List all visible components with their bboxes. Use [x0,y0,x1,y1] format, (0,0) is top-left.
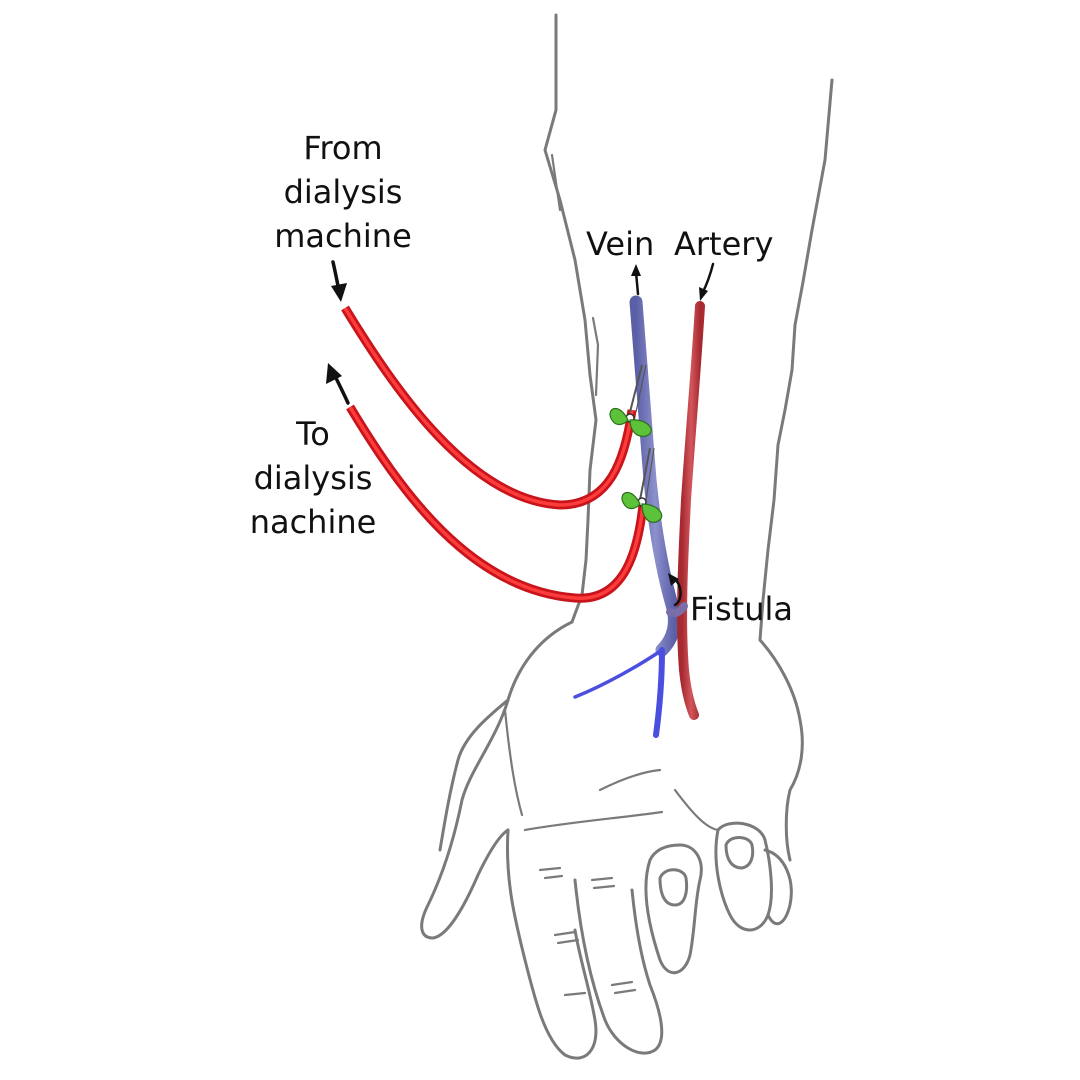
needle-lower [621,447,663,523]
needle-wing-upper-right [629,419,652,437]
vein-branch-left [573,648,664,699]
needle-wing-lower-left [621,491,641,510]
thumb-crease [503,708,524,817]
knuckle-lines-1 [538,866,564,880]
arm-crease [550,153,562,212]
arrow-artery [699,262,715,301]
needle-wing-lower-right [641,503,663,523]
label-from-machine: From dialysis machine [258,126,428,258]
knuckle-lines-3 [553,930,580,945]
label-vein: Vein [586,225,655,263]
knuckle-lines-4 [610,980,637,995]
arrow-vein [631,264,641,296]
finger-tip-right [763,848,793,926]
palm-crease-2 [673,788,720,832]
arm-left-edge [543,13,598,624]
knuckle-lines-2 [590,876,616,890]
knuckle-lines-5 [563,991,587,997]
palm-crease-3 [598,768,662,792]
finger-little-nail [724,836,755,870]
finger-ring [644,843,703,974]
artery-vessel [677,301,705,720]
hand-outline [420,620,804,1060]
label-from-line-3: machine [274,217,412,255]
label-to-line-1: To [296,415,330,453]
label-to-line-2: dialysis [253,459,373,497]
tube-to-machine [346,404,648,603]
finger-middle [573,878,664,1055]
palm-crease-1 [523,810,664,832]
vein-branch-down [653,647,665,738]
finger-index [506,828,598,1060]
needle-wing-upper-left [609,407,629,426]
needle-upper [609,364,652,437]
finger-ring-nail [658,868,689,907]
label-from-line-2: dialysis [283,173,403,211]
arrow-fistula [668,573,682,607]
label-fistula: Fistula [690,590,793,628]
label-to-machine: To dialysis nachine [228,412,398,544]
fistula-junction [666,602,688,618]
tube-from-machine [341,305,637,510]
arrow-to-machine [326,363,350,405]
palm-edge [420,620,574,940]
arm-inner-line [591,316,600,397]
arm-outline [543,13,834,642]
arrow-from-machine [331,260,347,302]
label-from-line-1: From [303,129,383,167]
arm-right-edge [758,78,834,642]
label-artery: Artery [674,225,774,263]
thumb [438,698,510,852]
label-to-line-3: nachine [249,503,377,541]
palm-right-edge [758,638,804,862]
